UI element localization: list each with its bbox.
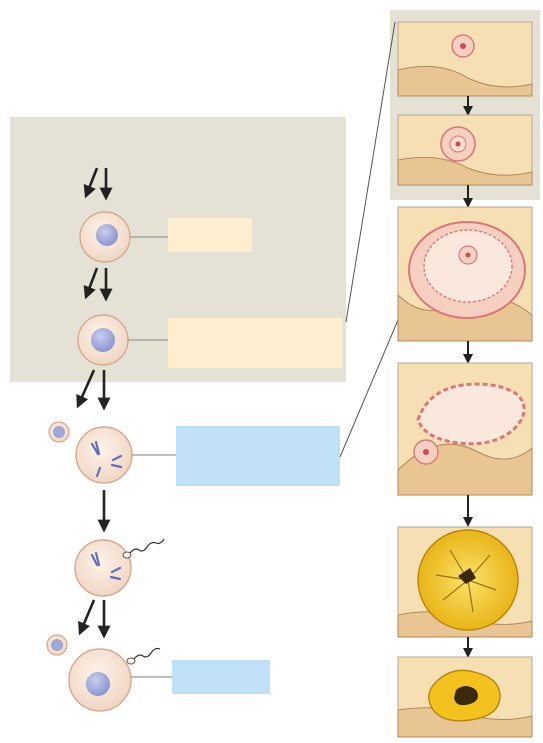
label-box-3-text (176, 426, 340, 486)
ovary-frame-primary-follicle (398, 115, 532, 185)
polar-body-nucleus (53, 426, 65, 438)
arrow (80, 600, 94, 633)
ovary-frame-secondary-follicle (398, 207, 532, 341)
nucleus (86, 672, 110, 696)
ovary-frame-primordial-follicle (398, 22, 532, 96)
cell (75, 540, 131, 596)
label-box-2-text (168, 318, 342, 368)
polar-body-nucleus (51, 639, 63, 651)
ovary-frame-corpus-albicans (398, 657, 532, 737)
ovary-frame-ovulation (398, 363, 532, 495)
cell (76, 427, 132, 483)
nucleus (96, 224, 118, 246)
label-box-1-text (168, 218, 252, 252)
nucleus (91, 328, 115, 352)
connector-line-lower (340, 320, 398, 457)
ovary-frame-corpus-luteum (398, 527, 532, 637)
sperm-icon (123, 539, 164, 558)
sperm-icon (127, 649, 160, 665)
connector-line-upper (346, 22, 395, 322)
label-box-4-text (172, 660, 270, 694)
